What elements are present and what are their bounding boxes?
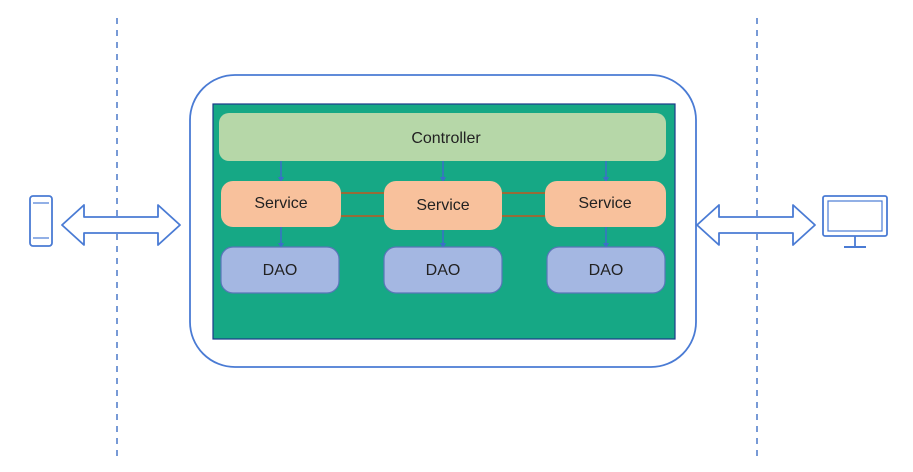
smartphone-icon xyxy=(29,195,53,247)
service-box: Service xyxy=(545,181,666,227)
controller-label: Controller xyxy=(411,130,481,147)
dao-label: DAO xyxy=(426,262,461,279)
service-box: Service xyxy=(384,181,502,230)
controller-to-service-links xyxy=(278,161,609,182)
dao-label: DAO xyxy=(263,262,298,279)
dao-label: DAO xyxy=(589,262,624,279)
service-label: Service xyxy=(416,197,469,214)
dao-box: DAO xyxy=(383,246,503,294)
dao-box: DAO xyxy=(546,246,666,294)
monitor-icon xyxy=(822,195,888,248)
service-label: Service xyxy=(254,195,307,212)
double-arrow-icon xyxy=(61,204,181,246)
dao-box: DAO xyxy=(220,246,340,294)
double-arrow-icon xyxy=(696,204,816,246)
service-to-dao-links xyxy=(278,227,609,248)
service-box: Service xyxy=(221,181,341,227)
controller-box: Controller xyxy=(219,113,666,161)
service-label: Service xyxy=(578,195,631,212)
